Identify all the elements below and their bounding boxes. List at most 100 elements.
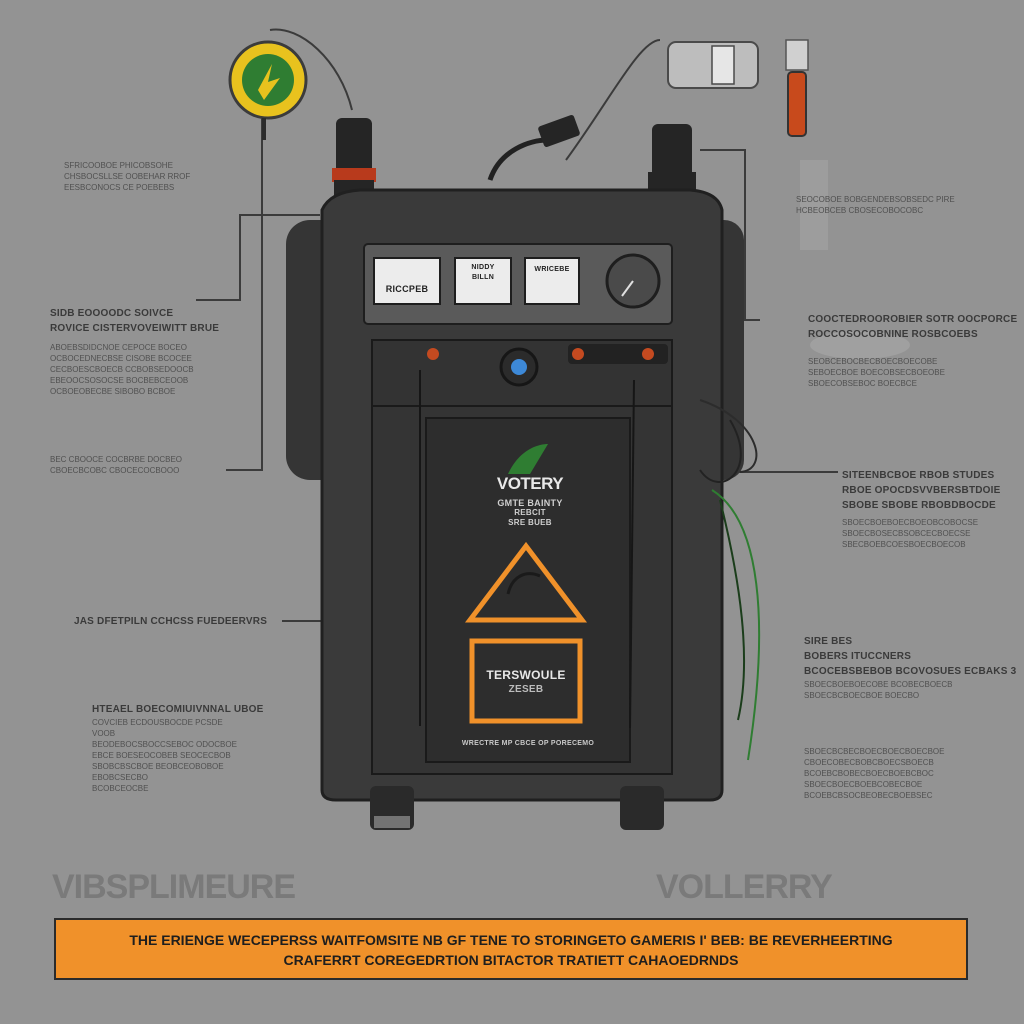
terminal-left-ring: [332, 168, 376, 182]
callout-line: EBCE BOESEOCOBEB SEOCECBOB: [92, 751, 231, 760]
callout-left-label: JAS DFETPILN CCHCSS FUEDEERVRS: [74, 614, 267, 629]
callout-line: SBOECBOECBOEBCOBECBOE: [804, 780, 923, 789]
leader-line-left-1: [226, 100, 263, 471]
callout-right-bottom: SBOECBCBECBOECBOECBOECBOE CBOECOBECBOBCB…: [804, 746, 944, 801]
callout-line: SBOECBOSECBSOBCECBOECSE: [842, 529, 971, 538]
device-footer-text: WRECTRE MP CBCE OP PORECEMO: [461, 740, 595, 747]
callout-line: BCOBCEOCBE: [92, 784, 149, 793]
callout-heading: RBOE OPOCDSVVBERSBTDOIE: [842, 485, 1001, 496]
callout-right-top: SEOCOBOE BOBGENDEBSOBSEDC PIRE HCBEOBCEB…: [796, 194, 955, 216]
cable-top-left: [269, 28, 353, 111]
wire-loop: [699, 399, 758, 473]
brand-sub-3: SRE BUEB: [508, 518, 552, 527]
warning-box: [469, 638, 583, 724]
callout-line: SBOECBCBECBOECBOECBOECBOE: [804, 747, 945, 756]
callout-left-bottom: HTEAEL BOECOMIUIVNNAL UBOE COVCIEB ECDOU…: [92, 702, 264, 794]
clamp-connector: [667, 39, 910, 359]
leader-lines: [196, 28, 838, 622]
display-mid-text-1: NIDDY: [471, 264, 495, 271]
leader-line-left-2: [196, 214, 320, 301]
leader-line-right-1: [700, 149, 760, 321]
clamp-grip-icon: [711, 45, 735, 85]
big-word-left: VIBSPLIMEURE: [52, 868, 296, 906]
gauge-needle-icon: [621, 280, 634, 297]
terminal-right-base: [648, 172, 696, 192]
callout-line: EESBCONOCS CE POEBEBS: [64, 183, 175, 192]
wire-green-1: [711, 489, 761, 761]
external-wires: [699, 399, 761, 761]
callout-left-mid: SIDB EOOOODC SOIVCE ROVICE CISTERVOVEIWI…: [50, 306, 219, 397]
indicator-light-right-b-icon: [642, 348, 654, 360]
callout-line: COVCIEB ECDOUSBOCDE PCSDE: [92, 718, 223, 727]
display-right-text: WRICEBE: [534, 266, 570, 273]
warning-sub: ZESEB: [508, 684, 544, 695]
callout-heading: SITEENBCBOE RBOB STUDES: [842, 470, 995, 481]
callout-heading: HTEAEL BOECOMIUIVNNAL UBOE: [92, 704, 264, 715]
plug-cable: [487, 137, 549, 181]
wire-loop-2: [699, 419, 742, 483]
callout-heading: SIRE BES: [804, 636, 853, 647]
callout-heading: JAS DFETPILN CCHCSS FUEDEERVRS: [74, 616, 268, 627]
wire-right: [629, 379, 635, 729]
callout-line: BEODEBOCSBOCCSEBOC ODOCBOE: [92, 740, 237, 749]
callout-line: ABOEBSDIDCNOE CEPOCE BOCEO: [50, 343, 187, 352]
display-mid-text-2: BILLN: [471, 274, 495, 281]
callout-line: SBOBCBSCBOE BEOBCEOBOBOE: [92, 762, 224, 771]
callout-heading: BCOCEBSBEBOB BCOVOSUES ECBAKS 3: [804, 666, 1017, 677]
big-word-right: VOLLERRY: [656, 868, 833, 906]
indicator-light-left-icon: [427, 348, 439, 360]
warning-mark-icon: [506, 572, 541, 595]
callout-line: BCOEBCBSOCBEOBECBOEBSEC: [804, 791, 933, 800]
callout-heading: ROVICE CISTERVOVEIWITT BRUE: [50, 323, 220, 334]
callout-heading: COOCTEDROOROBIER SOTR OOCPORCE: [808, 314, 1018, 325]
power-led-icon: [511, 359, 527, 375]
callout-line: SBECBOEBCOESBOECBOECOB: [842, 540, 966, 549]
callout-line: OCBOCEDNECBSE CISOBE BCOCEE: [50, 354, 192, 363]
brand-sub-2: REBCIT: [514, 508, 546, 517]
display-right: [524, 257, 580, 305]
callout-line: SBOECBCBOECBOE BOECBO: [804, 691, 920, 700]
probe-handle-icon: [787, 71, 807, 137]
ghost-base-icon: [810, 331, 910, 359]
terminal-posts: [332, 115, 696, 198]
indicator-light-right-a-icon: [572, 348, 584, 360]
callout-heading: SIDB EOOOODC SOIVCE: [50, 308, 174, 319]
warning-label: TERSWOULE: [486, 668, 566, 682]
callout-line: CBOECOBECBOBCBOECSBOECB: [804, 758, 934, 767]
foot-left-pad: [374, 816, 410, 828]
bolt-icon: [258, 64, 280, 100]
foot-left: [370, 786, 414, 830]
callout-line: CHSBOCSLLSE OOBEHAR RROF: [64, 172, 191, 181]
display-left: [373, 257, 441, 305]
callout-line: CBOECBCOBC CBOCECOCBOOO: [50, 466, 180, 475]
brand-sub-1: GMTE BAINTY: [497, 498, 563, 508]
callout-line: BCOEBCBOBECBOECBOEBCBOC: [804, 769, 934, 778]
wire-green-2: [719, 499, 745, 721]
brand-logo-icon: [508, 444, 548, 474]
display-left-text: RICCPEB: [385, 284, 429, 294]
callout-line: SEBOECBOE BOECOBSECBOEOBE: [808, 368, 945, 377]
callout-line: EBOBCSECBO: [92, 773, 149, 782]
callout-line: SBOECBOEBOECOBE BCOBECBOECB: [804, 680, 953, 689]
callout-line: HCBEOBCEB CBOSECOBOCOBC: [796, 206, 924, 215]
callout-left-top: SFRICOOBOE PHICOBSOHE CHSBOCSLLSE OOBEHA…: [64, 160, 190, 193]
banner-line-2: CRAFERRT COREGEDRTION BITACTOR TRATIETT …: [283, 952, 739, 968]
callout-line: SFRICOOBOE PHICOBSOHE: [64, 161, 173, 170]
callout-line: VOOB: [92, 729, 116, 738]
callout-line: OCBOEOBECBE SIBOBO BCBOE: [50, 387, 176, 396]
display-mid: [454, 257, 512, 305]
callout-left-low: BEC CBOOCE COCBRBE DOCBEO CBOECBCOBC CBO…: [50, 454, 182, 476]
callout-line: SEOBCEBOCBECBOECBOECOBE: [808, 357, 938, 366]
callout-right-low: SIRE BES BOBERS ITUCCNERS BCOCEBSBEBOB B…: [804, 634, 1016, 701]
device-body: [286, 188, 744, 830]
callout-right-mid: SITEENBCBOE RBOB STUDES RBOE OPOCDSVVBER…: [842, 468, 1001, 550]
foot-right: [620, 786, 664, 830]
callout-line: BEC CBOOCE COCBRBE DOCBEO: [50, 455, 183, 464]
callout-line: SBOECOBSEBOC BOECBCE: [808, 379, 917, 388]
warning-triangle-icon: [464, 541, 588, 623]
banner-line-1: THE ERIENGE WECEPERSS WAITFOMSITE NB GF …: [129, 932, 893, 948]
callout-line: SBOECBOEBOECBOEOBCOBOCSE: [842, 518, 979, 527]
cable-top-right: [565, 39, 661, 161]
callout-heading: SBOBE SBOBE RBOBDBOCDE: [842, 500, 996, 511]
